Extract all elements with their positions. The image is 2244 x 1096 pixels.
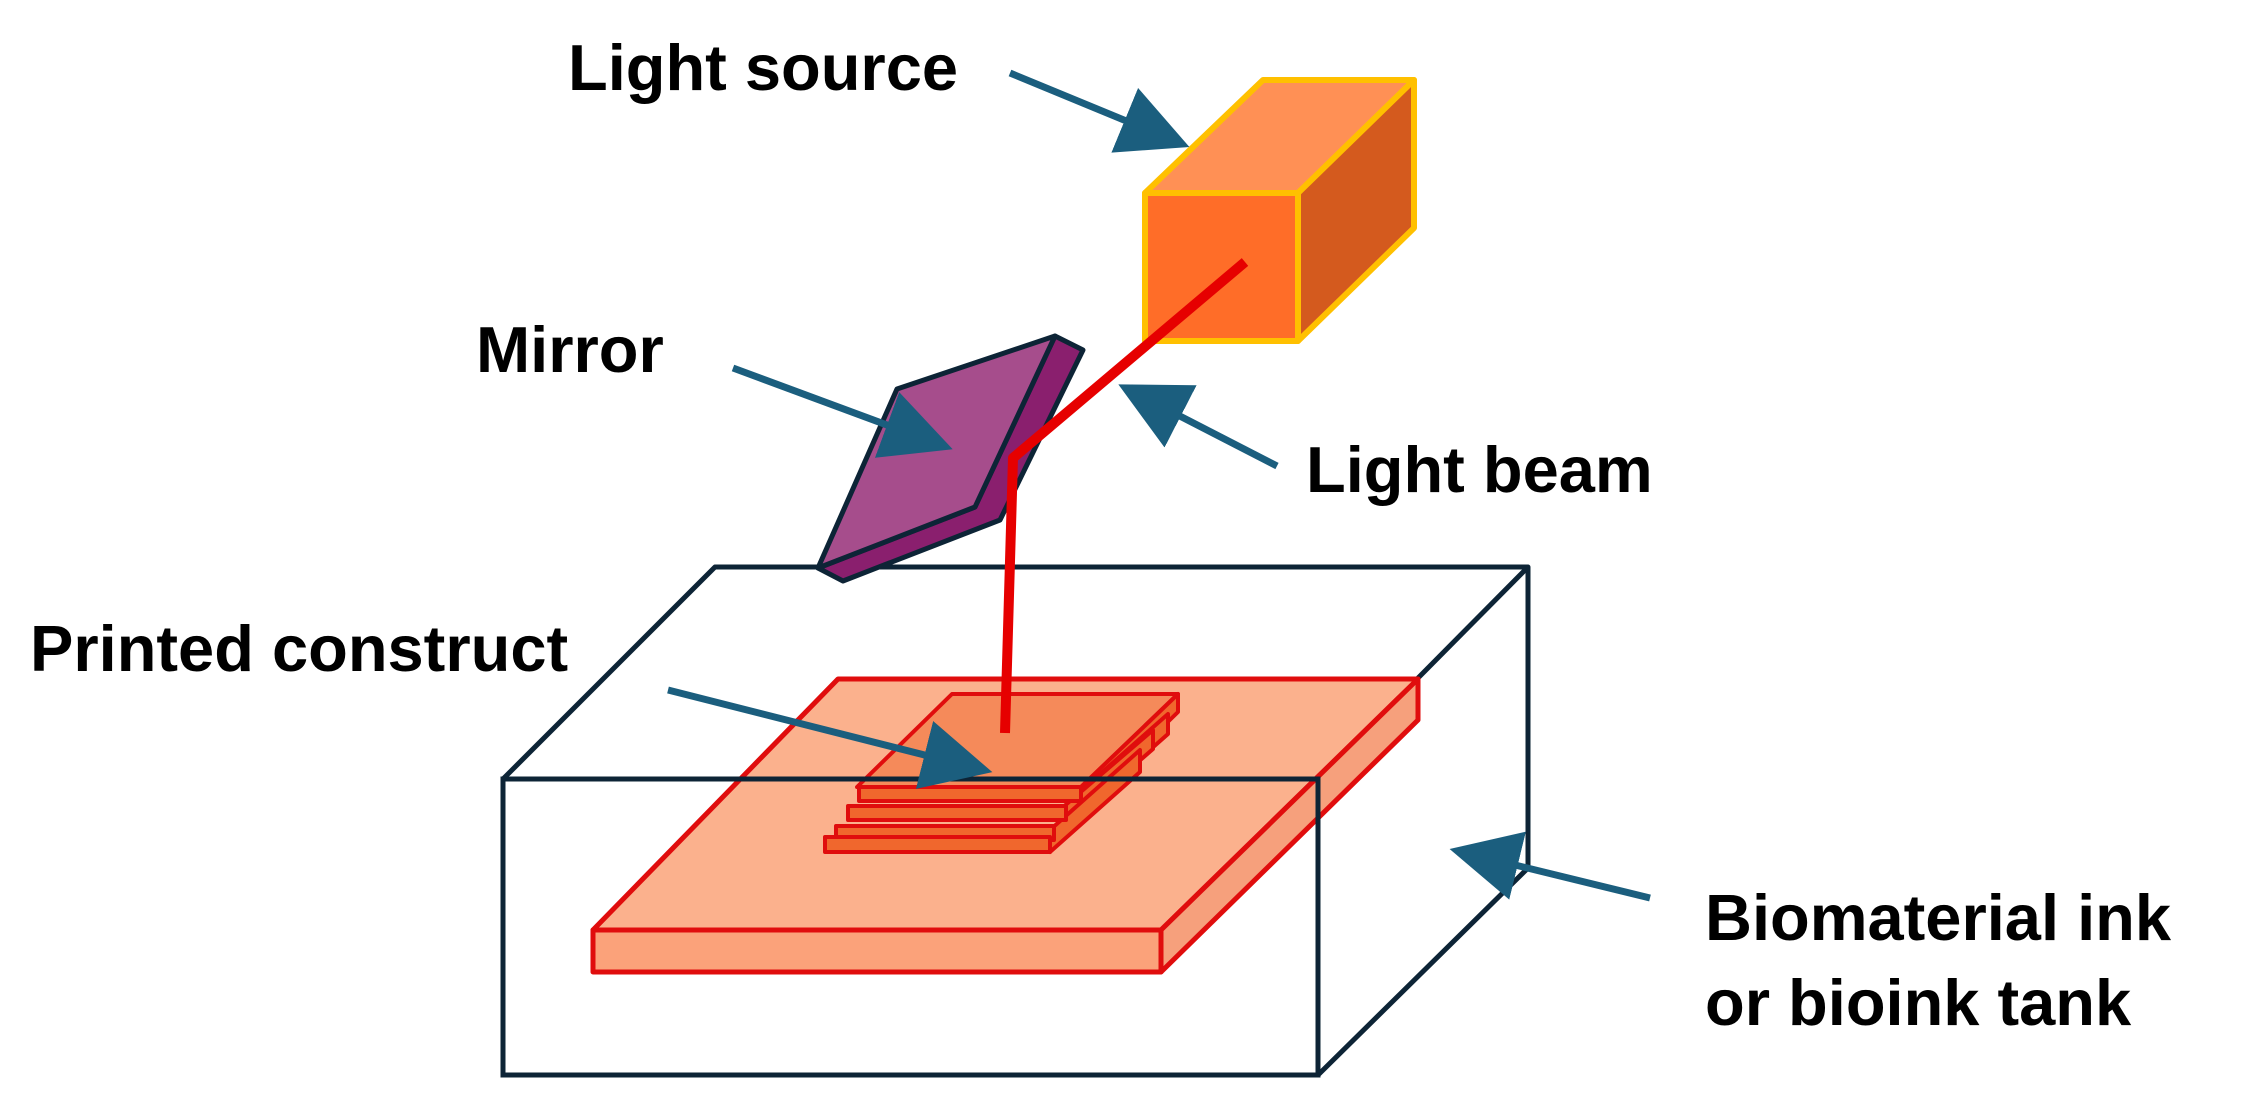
printed-construct — [823, 692, 1180, 854]
tank-arrow — [1449, 831, 1651, 902]
tank-front-face — [500, 776, 1321, 1078]
light-source-label: Light source — [568, 31, 958, 104]
pointer-arrows — [667, 69, 1651, 902]
construct-layer-2 — [846, 804, 1068, 822]
light-beam-label: Light beam — [1306, 433, 1653, 506]
printed-construct-label: Printed construct — [30, 612, 568, 685]
light-source-front — [1142, 190, 1301, 344]
mirror-arrow — [731, 364, 953, 458]
light-source-arrow — [1008, 69, 1190, 153]
light-source — [1142, 77, 1417, 344]
printed-construct-arrow — [667, 686, 993, 789]
construct-layer-1 — [857, 785, 1083, 803]
tank-label-line1: Biomaterial ink — [1705, 881, 2172, 954]
construct-layer-4 — [823, 835, 1052, 854]
mirror — [815, 333, 1086, 584]
light-beam-arrow — [1118, 384, 1279, 470]
build-plate-front — [590, 927, 1164, 975]
tank-label-line2: or bioink tank — [1705, 966, 2132, 1039]
light-beam — [1000, 258, 1249, 734]
mirror-label: Mirror — [476, 313, 664, 386]
